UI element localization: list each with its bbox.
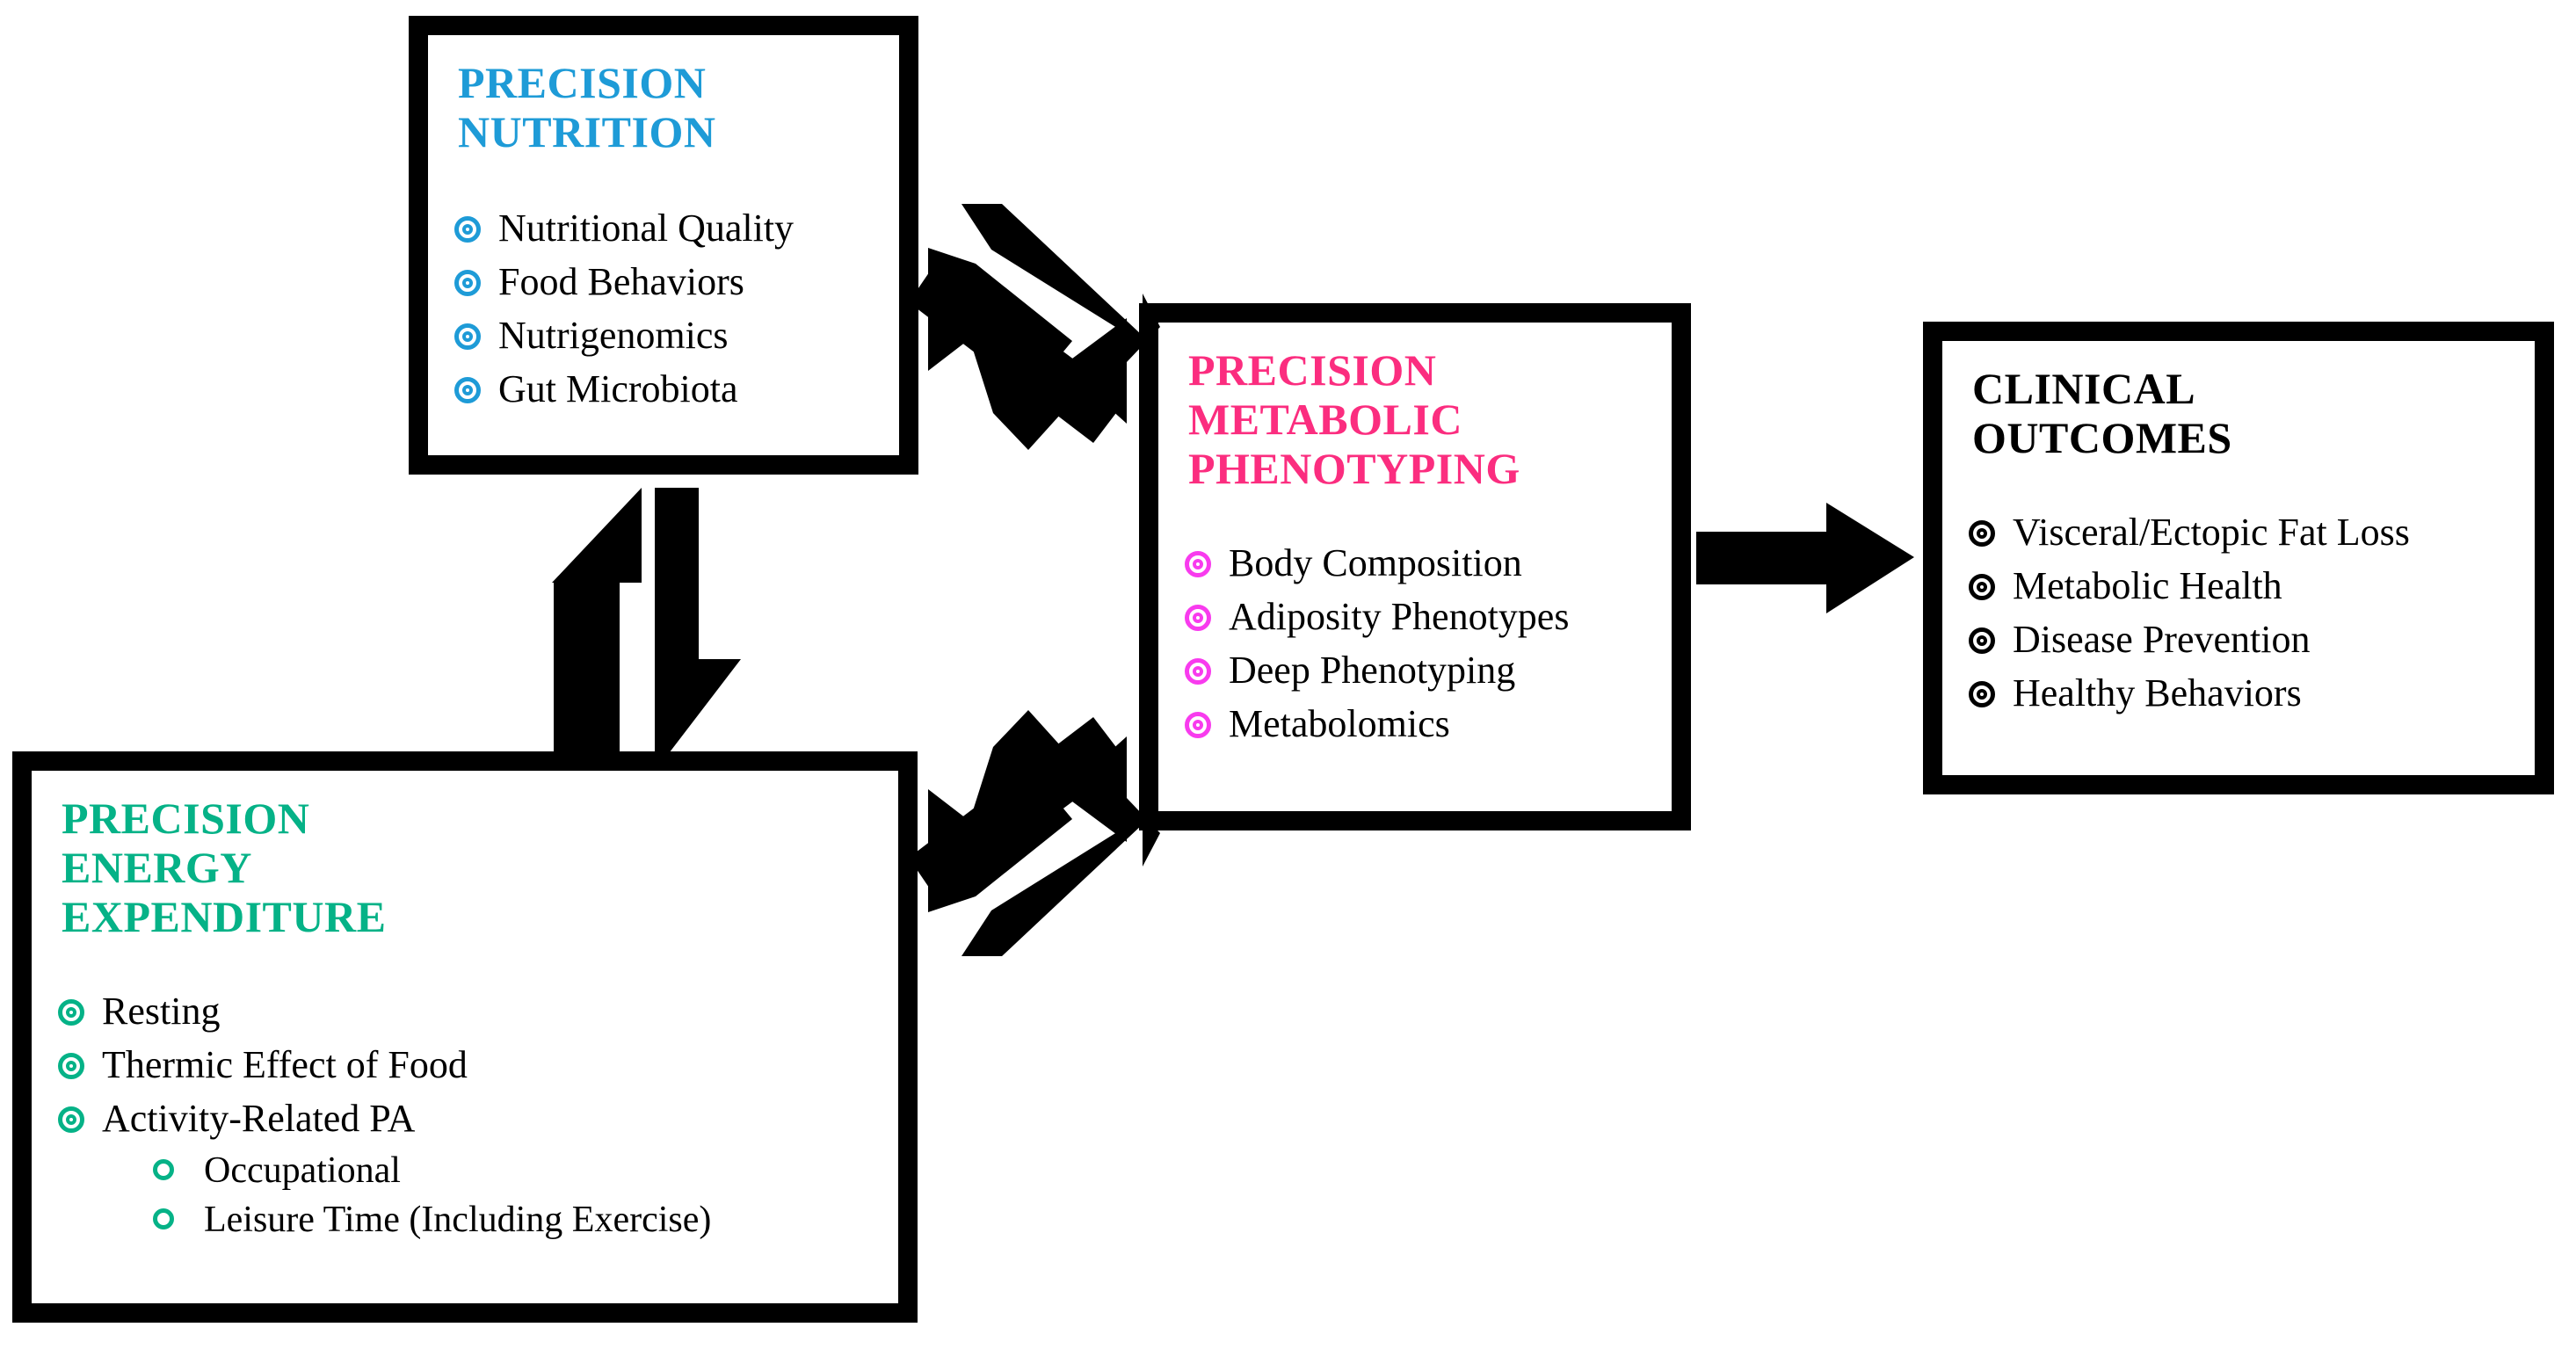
sub-list-item-label: Leisure Time (Including Exercise) xyxy=(204,1200,712,1240)
arrow-phenotyping-to-outcomes xyxy=(1696,503,1914,613)
double-ring-bullet-icon xyxy=(454,323,481,350)
list-item-label: Visceral/Ectopic Fat Loss xyxy=(2013,511,2410,554)
list-item: Nutritional Quality xyxy=(454,206,873,250)
list-item-label: Adiposity Phenotypes xyxy=(1229,595,1570,638)
list-item-label: Deep Phenotyping xyxy=(1229,649,1516,692)
list-item: Nutrigenomics xyxy=(454,313,873,358)
box-precision-metabolic-phenotyping-title: PRECISION METABOLIC PHENOTYPING xyxy=(1188,345,1520,493)
hollow-circle-bullet-icon xyxy=(153,1208,174,1229)
list-item: Body Composition xyxy=(1185,540,1645,585)
sub-list-item: Leisure Time (Including Exercise) xyxy=(153,1199,872,1241)
list-item-label: Thermic Effect of Food xyxy=(102,1043,468,1086)
double-ring-bullet-icon xyxy=(1969,627,1995,654)
list-item-label: Food Behaviors xyxy=(498,260,744,303)
double-ring-bullet-icon xyxy=(1969,574,1995,600)
list-item-label: Activity-Related PA xyxy=(102,1097,416,1140)
list-item-label: Metabolomics xyxy=(1229,702,1450,745)
list-item-label: Resting xyxy=(102,990,221,1033)
list-item: Food Behaviors xyxy=(454,259,873,304)
arrow-nutrition-energy-bidirectional xyxy=(552,488,741,760)
double-ring-bullet-icon xyxy=(454,377,481,403)
list-item: Activity-Related PA xyxy=(58,1096,872,1141)
list-item-label: Healthy Behaviors xyxy=(2013,671,2302,714)
list-item-label: Metabolic Health xyxy=(2013,564,2282,607)
box-precision-nutrition-title: PRECISION NUTRITION xyxy=(458,58,716,156)
box-clinical-outcomes-title: CLINICAL OUTCOMES xyxy=(1972,364,2232,462)
list-item: Disease Prevention xyxy=(1969,617,2508,662)
sub-list-item: Occupational xyxy=(153,1150,872,1192)
list-item: Metabolic Health xyxy=(1969,563,2508,608)
list-item: Deep Phenotyping xyxy=(1185,648,1645,693)
double-ring-bullet-icon xyxy=(1969,520,1995,547)
box-precision-metabolic-phenotyping-list: Body Composition Adiposity Phenotypes De… xyxy=(1185,540,1645,746)
double-ring-bullet-icon xyxy=(1185,712,1211,738)
list-item: Gut Microbiota xyxy=(454,366,873,411)
double-ring-bullet-icon xyxy=(1969,681,1995,707)
list-item: Healthy Behaviors xyxy=(1969,671,2508,715)
list-item-label: Nutrigenomics xyxy=(498,314,729,357)
double-ring-bullet-icon xyxy=(58,1053,84,1079)
list-item-label: Body Composition xyxy=(1229,541,1522,584)
box-precision-energy-expenditure-sublist: Occupational Leisure Time (Including Exe… xyxy=(153,1150,872,1241)
double-ring-bullet-icon xyxy=(454,216,481,243)
double-ring-bullet-icon xyxy=(454,270,481,296)
box-clinical-outcomes-list: Visceral/Ectopic Fat Loss Metabolic Heal… xyxy=(1969,510,2508,715)
list-item-label: Nutritional Quality xyxy=(498,207,795,250)
box-precision-energy-expenditure-title: PRECISION ENERGY EXPENDITURE xyxy=(62,794,387,941)
double-ring-bullet-icon xyxy=(58,999,84,1026)
arrow-energy-to-phenotyping-shape xyxy=(909,710,1160,956)
list-item: Resting xyxy=(58,989,872,1034)
box-precision-energy-expenditure: PRECISION ENERGY EXPENDITURE Resting The… xyxy=(12,751,918,1323)
list-item: Metabolomics xyxy=(1185,701,1645,746)
box-precision-metabolic-phenotyping: PRECISION METABOLIC PHENOTYPING Body Com… xyxy=(1139,303,1691,830)
hollow-circle-bullet-icon xyxy=(153,1159,174,1180)
double-ring-bullet-icon xyxy=(1185,551,1211,577)
sub-list-item-label: Occupational xyxy=(204,1150,401,1191)
list-item: Thermic Effect of Food xyxy=(58,1042,872,1087)
box-clinical-outcomes: CLINICAL OUTCOMES Visceral/Ectopic Fat L… xyxy=(1923,322,2554,794)
list-item: Visceral/Ectopic Fat Loss xyxy=(1969,510,2508,555)
double-ring-bullet-icon xyxy=(1185,658,1211,685)
double-ring-bullet-icon xyxy=(1185,605,1211,631)
list-item: Adiposity Phenotypes xyxy=(1185,594,1645,639)
double-ring-bullet-icon xyxy=(58,1106,84,1133)
list-item-label: Gut Microbiota xyxy=(498,367,738,410)
list-item-label: Disease Prevention xyxy=(2013,618,2311,661)
arrow-nutrition-to-phenotyping-shape xyxy=(909,204,1160,450)
box-precision-nutrition-list: Nutritional Quality Food Behaviors Nutri… xyxy=(454,206,873,411)
box-precision-nutrition: PRECISION NUTRITION Nutritional Quality … xyxy=(409,16,918,475)
box-precision-energy-expenditure-list: Resting Thermic Effect of Food Activity-… xyxy=(58,989,872,1141)
